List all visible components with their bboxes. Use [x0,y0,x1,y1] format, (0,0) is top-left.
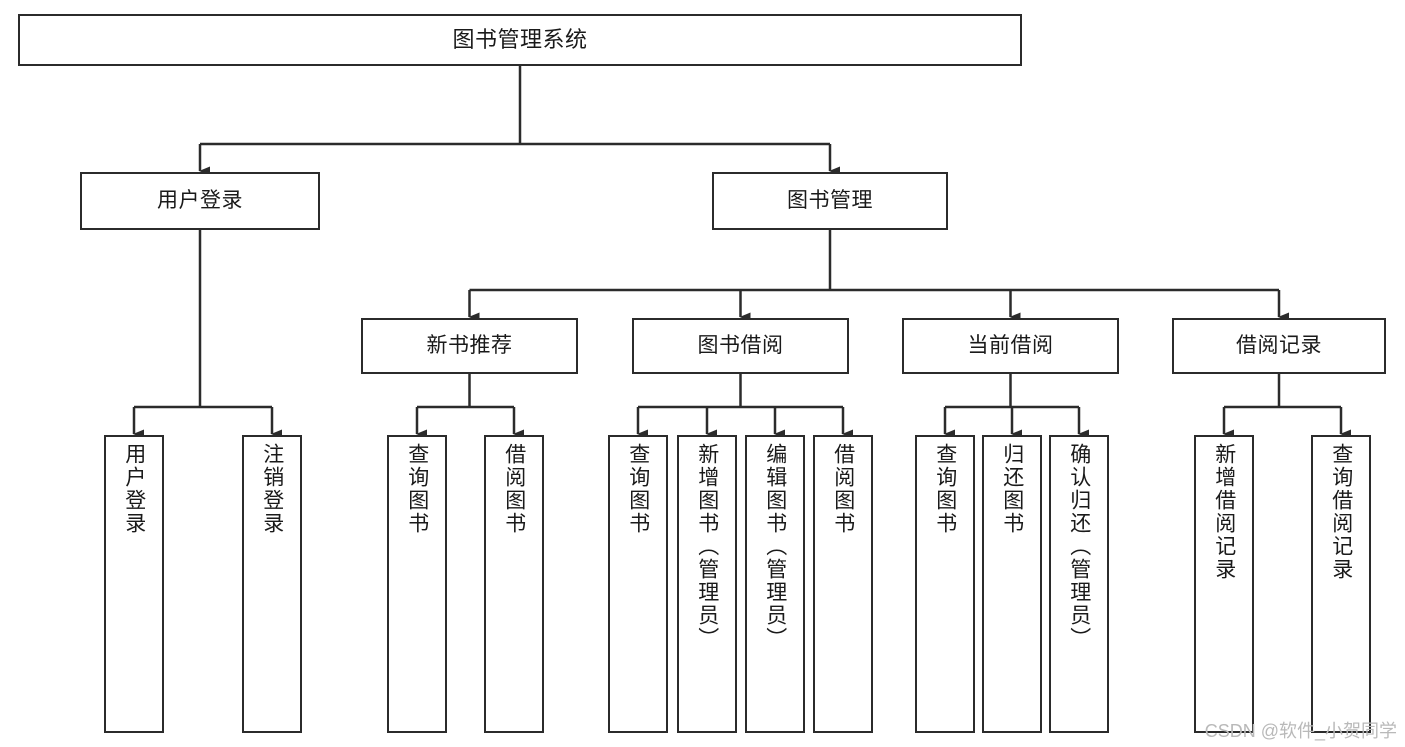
diagram-node-label: 查询图书 [405,443,429,535]
diagram-node-label: 图书借阅 [697,334,784,358]
diagram-node-borrow[interactable]: 图书借阅 [632,318,849,374]
diagram-node-label: 查询借阅记录 [1329,443,1353,581]
diagram-node-label: 查询图书 [626,443,650,535]
diagram-node-label: 注销登录 [260,443,284,535]
diagram-node-label: 借阅记录 [1236,334,1322,358]
diagram-node-l8[interactable]: 借阅图书 [813,435,873,733]
diagram-node-l3[interactable]: 查询图书 [387,435,447,733]
diagram-node-label: 用户登录 [122,443,146,535]
diagram-node-l10[interactable]: 归还图书 [982,435,1042,733]
diagram-node-l7[interactable]: 编辑图书（管理员） [745,435,805,733]
diagram-node-login[interactable]: 用户登录 [80,172,320,230]
diagram-node-label: 借阅图书 [502,443,526,535]
diagram-node-bookmgmt[interactable]: 图书管理 [712,172,948,230]
diagram-node-l5[interactable]: 查询图书 [608,435,668,733]
diagram-node-label: 借阅图书 [831,443,855,535]
diagram-node-l6[interactable]: 新增图书（管理员） [677,435,737,733]
diagram-node-root[interactable]: 图书管理系统 [18,14,1022,66]
diagram-node-l2[interactable]: 注销登录 [242,435,302,733]
diagram-node-label: 查询图书 [933,443,957,535]
diagram-node-l4[interactable]: 借阅图书 [484,435,544,733]
diagram-node-label: 图书管理 [787,189,873,213]
diagram-node-label: 新书推荐 [426,334,513,358]
diagram-node-label: 新增借阅记录 [1212,443,1236,581]
diagram-node-label: 新增图书（管理员） [695,443,719,650]
diagram-node-label: 当前借阅 [967,334,1054,358]
diagram-node-current[interactable]: 当前借阅 [902,318,1119,374]
diagram-node-l11[interactable]: 确认归还（管理员） [1049,435,1109,733]
diagram-node-l12[interactable]: 新增借阅记录 [1194,435,1254,733]
diagram-node-l9[interactable]: 查询图书 [915,435,975,733]
diagram-node-label: 用户登录 [157,189,243,213]
diagram-node-l1[interactable]: 用户登录 [104,435,164,733]
diagram-node-label: 确认归还（管理员） [1067,443,1091,650]
diagram-node-newbook[interactable]: 新书推荐 [361,318,578,374]
diagram-node-label: 归还图书 [1000,443,1024,535]
diagram-node-record[interactable]: 借阅记录 [1172,318,1386,374]
diagram-node-label: 图书管理系统 [452,26,588,52]
diagram-node-label: 编辑图书（管理员） [763,443,787,650]
diagram-node-l13[interactable]: 查询借阅记录 [1311,435,1371,733]
